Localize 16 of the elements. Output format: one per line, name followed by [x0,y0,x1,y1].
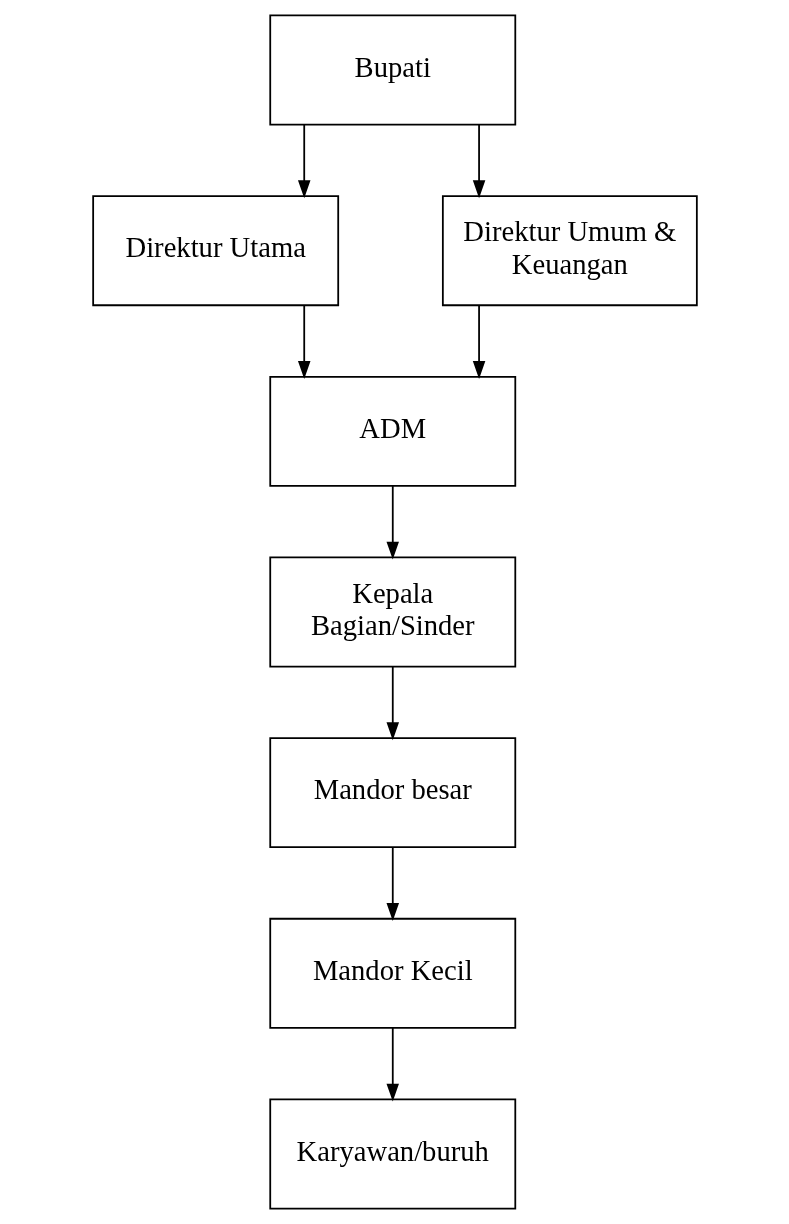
node-box: Mandor besar [268,737,516,849]
arrow [297,304,310,379]
arrow [472,123,485,199]
arrow [386,846,399,921]
arrow [386,1027,399,1102]
node-box: Karyawan/buruh [268,1098,516,1210]
node-box: Bupati [268,14,516,126]
arrow [472,304,485,379]
arrow [386,665,399,741]
arrow [386,485,399,560]
node-box: ADM [268,375,516,487]
node-box: Mandor Kecil [268,917,516,1029]
node-box: Kepala Bagian/Sinder [268,556,516,668]
node-box: Direktur Umum & Keuangan [441,195,698,307]
node-box: Direktur Utama [91,195,339,307]
arrow [297,123,310,199]
